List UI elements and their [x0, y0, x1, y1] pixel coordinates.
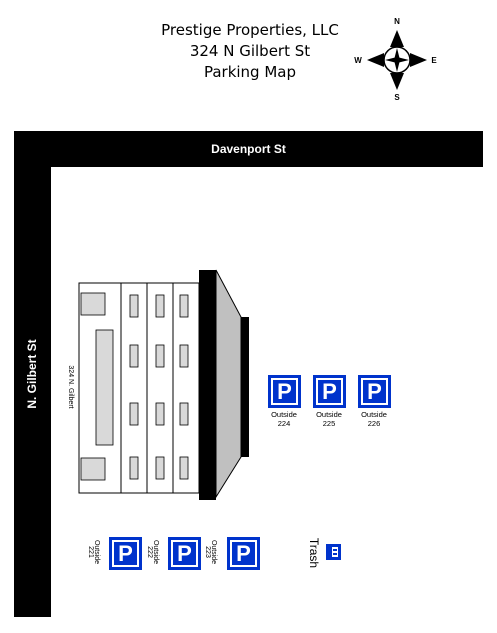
parking-label-225: Outside 225 — [316, 410, 342, 428]
trash-bin-icon — [326, 544, 341, 560]
parking-sign-225-icon: P — [313, 375, 346, 408]
davenport-street — [14, 131, 483, 167]
parking-label-222: Outside 222 — [146, 539, 159, 565]
parking-sign-221-icon: P — [109, 537, 142, 570]
parking-label-221: Outside 221 — [87, 539, 100, 565]
parking-label-224: Outside 224 — [271, 410, 297, 428]
trash-label: Trash — [307, 537, 321, 569]
parking-label-223: Outside 223 — [204, 539, 217, 565]
parking-sign-226-icon: P — [358, 375, 391, 408]
title-subtitle: Parking Map — [203, 63, 297, 81]
compass-east-label: E — [431, 56, 437, 65]
gilbert-street-label: N. Gilbert St — [25, 339, 39, 409]
building-address-label: 324 N. Gilbert — [67, 365, 74, 409]
building-footprint — [78, 269, 249, 500]
parking-sign-224-icon: P — [268, 375, 301, 408]
compass-south-label: S — [394, 93, 400, 102]
title-address: 324 N Gilbert St — [189, 42, 311, 60]
parking-sign-222-icon: P — [168, 537, 201, 570]
title-company: Prestige Properties, LLC — [161, 21, 339, 39]
map-title: Prestige Properties, LLC 324 N Gilbert S… — [140, 20, 360, 83]
parking-sign-223-icon: P — [227, 537, 260, 570]
gilbert-street — [14, 131, 51, 617]
davenport-street-label: Davenport St — [211, 142, 286, 156]
compass-west-label: W — [354, 56, 362, 65]
compass-north-label: N — [394, 17, 400, 26]
parking-label-226: Outside 226 — [361, 410, 387, 428]
compass-rose-icon: N S E W — [354, 17, 437, 102]
